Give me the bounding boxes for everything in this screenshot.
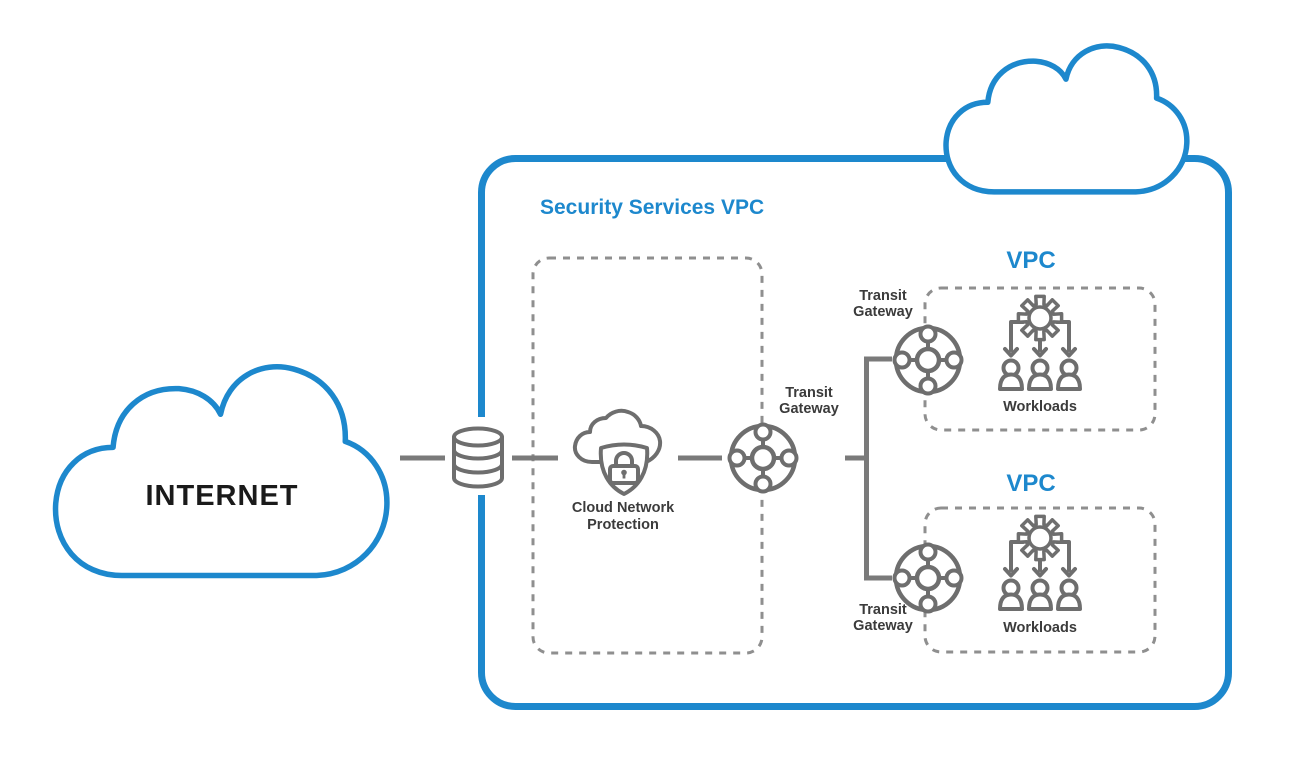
vpc-box-bottom-dashed-border	[923, 506, 1157, 654]
workloads-label-top: Workloads	[1003, 399, 1077, 415]
connector-branch-vpcs	[864, 356, 892, 581]
workloads-label-bottom: Workloads	[1003, 620, 1077, 636]
vpc-title-top: VPC	[1006, 247, 1056, 274]
vpc-cloud-icon	[942, 37, 1192, 195]
cloud-network-protection-label: Cloud Network Protection	[571, 500, 675, 534]
vpc-title-bottom: VPC	[1006, 470, 1056, 497]
transit-gateway-label-top: Transit Gateway	[853, 288, 913, 321]
internet-cloud-icon	[50, 354, 394, 580]
workloads-icon-top	[998, 294, 1082, 391]
workloads-icon-bottom	[998, 514, 1082, 611]
connector-lines	[400, 356, 892, 581]
transit-gateway-icon-top	[895, 327, 962, 394]
transit-gateway-label-central: Transit Gateway	[779, 385, 839, 418]
cloud-shield-lock-icon	[572, 408, 663, 496]
security-services-vpc-title: Security Services VPC	[540, 196, 765, 219]
database-icon	[447, 417, 509, 495]
transit-gateway-icon-central	[730, 425, 797, 492]
transit-gateway-label-bottom: Transit Gateway	[853, 602, 913, 635]
internet-label: INTERNET	[145, 480, 299, 512]
